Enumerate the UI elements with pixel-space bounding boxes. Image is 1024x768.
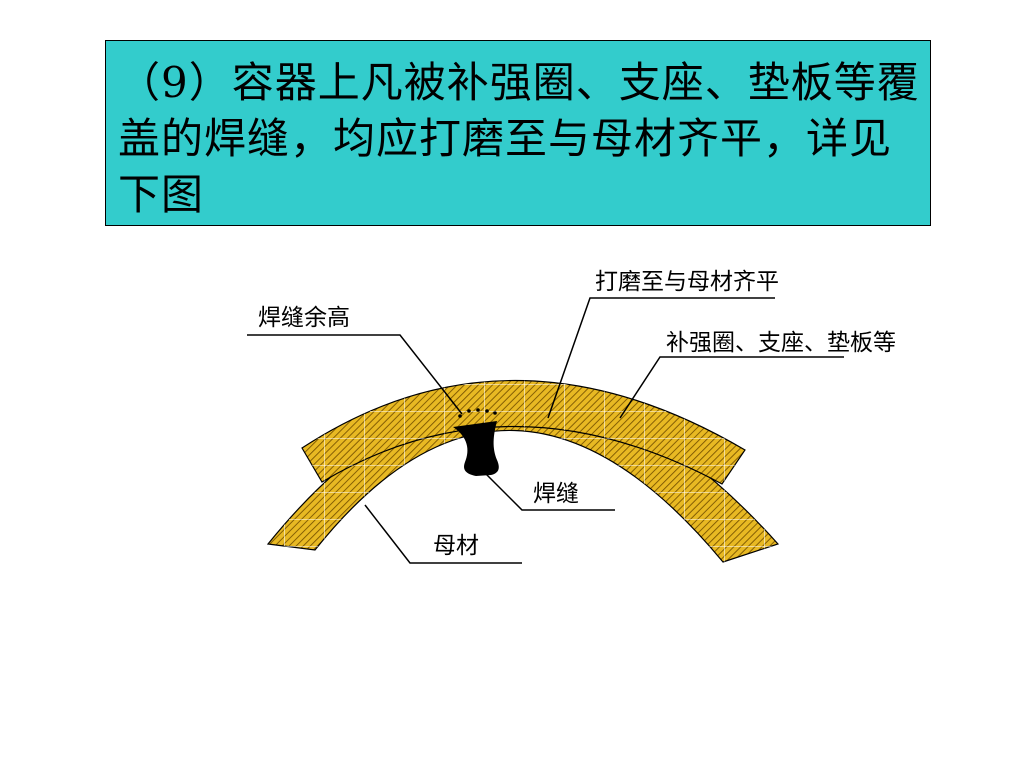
- label-grind-flush: 打磨至与母材齐平: [595, 269, 779, 295]
- title-text: （9）容器上凡被补强圈、支座、垫板等覆盖的焊缝，均应打磨至与母材齐平，详见下图: [118, 58, 920, 219]
- label-reinforcing-pad: 补强圈、支座、垫板等: [666, 330, 896, 356]
- label-base-metal: 母材: [433, 533, 479, 559]
- label-weld: 焊缝: [533, 481, 579, 507]
- leader-base-metal: [364, 504, 522, 564]
- reinforcing-pad-plate: [301, 379, 746, 485]
- leader-weld: [481, 469, 615, 511]
- label-weld-reinforcement: 焊缝余高: [258, 305, 350, 331]
- weld-reinforcement-dots: [458, 408, 497, 418]
- leader-grind-flush: [547, 297, 775, 419]
- leader-weld-reinforcement: [247, 334, 463, 415]
- leader-reinforcing-pad: [619, 356, 844, 419]
- weld-bead-shape: [453, 421, 499, 476]
- title-box: （9）容器上凡被补强圈、支座、垫板等覆盖的焊缝，均应打磨至与母材齐平，详见下图: [105, 40, 931, 226]
